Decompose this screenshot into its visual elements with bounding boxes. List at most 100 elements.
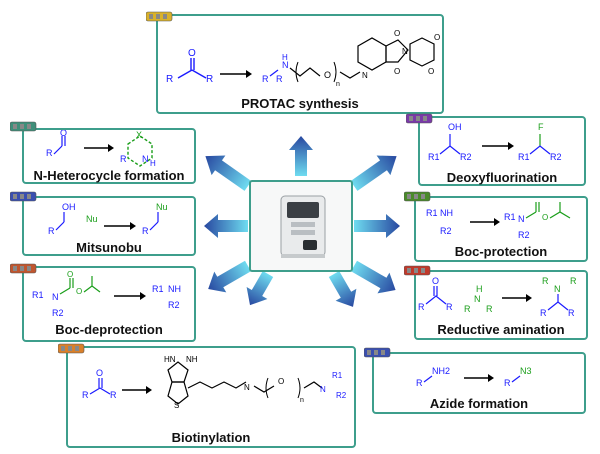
protac-r-left: R <box>166 74 173 85</box>
mitsunobu-r2: R <box>142 226 149 236</box>
panel-boc-protection: R1 NH R2 R1 N R2 O Boc-protection <box>414 196 588 262</box>
redam-h: H <box>476 284 483 294</box>
mitsunobu-nu: Nu <box>86 214 98 224</box>
flow-reactor-hub <box>249 180 353 272</box>
redam-o: O <box>432 276 439 286</box>
azide-n3: N3 <box>520 366 532 376</box>
svg-text:N: N <box>554 284 561 294</box>
biotinylation-scheme: R O R S HN NH N O n N R1 R2 <box>82 355 347 410</box>
cartridge-icon-mitsunobu <box>10 191 37 202</box>
svg-text:R2: R2 <box>550 152 562 162</box>
deoxy-oh: OH <box>448 122 462 132</box>
svg-text:S: S <box>174 401 179 410</box>
svg-text:R: R <box>110 390 117 400</box>
svg-text:R: R <box>276 74 283 84</box>
boc-pro-r1: R1 <box>426 208 438 218</box>
svg-text:O: O <box>434 33 440 42</box>
svg-text:R: R <box>262 74 269 84</box>
boc-pro-r2: R2 <box>440 226 452 236</box>
cartridge-icon-boc-deprotection <box>10 263 37 274</box>
deoxy-f: F <box>538 122 544 132</box>
mitsunobu-caption: Mitsunobu <box>76 240 142 255</box>
redam-n: N <box>474 294 481 304</box>
heterocycle-x: X <box>136 130 142 140</box>
heterocycle-o: O <box>60 130 67 138</box>
svg-text:R2: R2 <box>518 230 530 240</box>
arrow-down-left <box>208 260 251 293</box>
svg-text:R: R <box>120 154 127 164</box>
arrow-down-right <box>351 260 396 294</box>
arrow-up-left <box>205 155 252 191</box>
protac-n-sub: n <box>336 81 340 88</box>
arrow-left <box>204 214 248 238</box>
cartridge-icon-reductive-amination <box>404 265 431 276</box>
boc-pro-nh: NH <box>440 208 453 218</box>
azide-nh2: NH2 <box>432 366 450 376</box>
arrow-right <box>354 214 400 238</box>
cartridge-icon-azide <box>364 347 391 358</box>
protac-nh-h: H <box>282 53 288 62</box>
panel-boc-deprotection: R1 N R2 O O R1 NH R2 Boc-deprotection <box>22 266 196 342</box>
svg-text:R: R <box>570 276 577 286</box>
protac-amide-n: N <box>362 71 368 80</box>
cartridge-icon-heterocycle <box>10 121 37 132</box>
boc-dep-r2: R2 <box>52 308 64 318</box>
panel-n-heterocycle: R O X R N H N-Heterocycle formation <box>22 128 196 184</box>
deoxy-r2: R2 <box>460 152 472 162</box>
protac-caption: PROTAC synthesis <box>241 96 359 111</box>
azide-caption: Azide formation <box>429 396 529 411</box>
svg-text:O: O <box>278 377 284 386</box>
svg-text:N: N <box>244 383 250 392</box>
protac-scheme: O R R R R N H O n N N O O O O <box>166 29 440 88</box>
biotinylation-caption: Biotinylation <box>171 430 251 445</box>
boc-protection-scheme: R1 NH R2 R1 N R2 O <box>426 202 571 240</box>
svg-text:R: R <box>540 308 547 318</box>
svg-text:O: O <box>394 29 400 38</box>
svg-text:N: N <box>320 385 326 394</box>
redam-r: R <box>418 302 425 312</box>
panel-deoxyfluorination: OH R1 R2 F R1 R2 Deoxyfluorination <box>418 116 586 186</box>
protac-nh-n: N <box>282 60 289 70</box>
cartridge-icon-deoxyfluorination <box>406 113 433 124</box>
svg-text:HN: HN <box>164 355 176 364</box>
svg-text:NH: NH <box>186 355 198 364</box>
svg-text:R: R <box>446 302 453 312</box>
arrow-up-right <box>350 155 397 191</box>
mitsunobu-r: R <box>48 226 55 236</box>
svg-text:O: O <box>542 213 548 222</box>
mitsunobu-nu2: Nu <box>156 202 168 212</box>
svg-text:R2: R2 <box>168 300 180 310</box>
svg-text:R1: R1 <box>518 152 530 162</box>
mitsunobu-oh: OH <box>62 202 76 212</box>
boc-deprotection-caption: Boc-deprotection <box>55 322 163 337</box>
svg-text:R: R <box>464 304 471 314</box>
cartridge-icon-boc-protection <box>404 191 431 202</box>
biotin-o: O <box>96 368 103 378</box>
reductive-amination-scheme: O R R H N R R R N R R R <box>418 276 577 318</box>
biotin-r2: R2 <box>336 391 347 400</box>
svg-text:N: N <box>402 47 408 56</box>
svg-text:R: R <box>486 304 493 314</box>
deoxyfluorination-caption: Deoxyfluorination <box>446 170 558 185</box>
heterocycle-h: H <box>150 159 156 168</box>
boc-deprotection-scheme: R1 N R2 O O R1 NH R2 <box>32 270 181 318</box>
boc-dep-r1: R1 <box>32 290 44 300</box>
boc-dep-nh: NH <box>168 284 181 294</box>
panel-biotinylation: R O R S HN NH N O n N R1 R2 Biotinylatio… <box>66 346 356 448</box>
azide-scheme: R NH2 R N3 <box>416 366 532 388</box>
arrow-up <box>289 136 313 176</box>
heterocycle-nh: N <box>142 154 149 164</box>
biotin-r-left: R <box>82 390 89 400</box>
panel-azide-formation: R NH2 R N3 Azide formation <box>372 352 586 414</box>
cartridge-icon-biotinylation <box>58 343 85 354</box>
cartridge-icon-protac <box>146 11 173 22</box>
azide-r: R <box>416 378 423 388</box>
deoxy-r1: R1 <box>428 152 440 162</box>
reductive-amination-caption: Reductive amination <box>437 322 565 337</box>
panel-mitsunobu: R OH Nu R Nu Mitsunobu <box>22 196 196 256</box>
heterocycle-caption: N-Heterocycle formation <box>33 168 185 183</box>
svg-text:R: R <box>568 308 575 318</box>
boc-dep-o1: O <box>67 270 73 279</box>
protac-o-chain: O <box>324 70 331 80</box>
arrow-down-left-lower <box>246 271 274 306</box>
